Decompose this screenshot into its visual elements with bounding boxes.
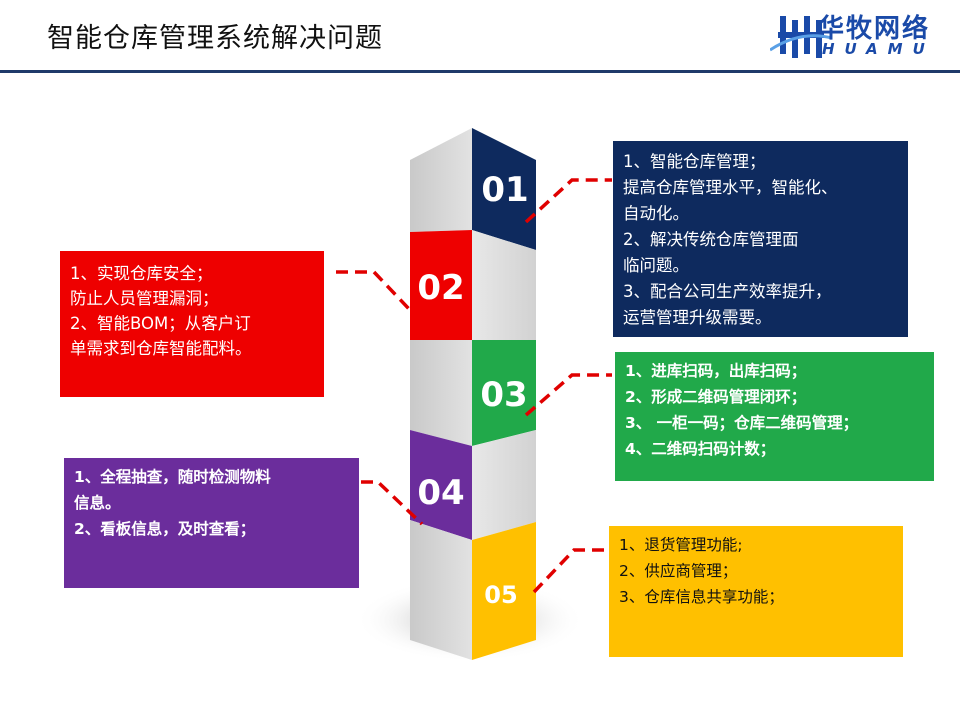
segment-04-left-face — [410, 430, 472, 540]
step-02-line: 单需求到仓库智能配料。 — [70, 339, 252, 358]
step-03-line: 4、二维码扫码计数； — [625, 440, 776, 458]
step-01-line: 提高仓库管理水平，智能化、 — [623, 178, 838, 197]
segment-01-left-face — [410, 128, 472, 232]
segment-03-right-face — [472, 340, 536, 446]
step-03-line: 3、 一柜一码；仓库二维码管理； — [625, 414, 859, 432]
connector-01 — [524, 178, 612, 224]
step-number-02: 02 — [417, 268, 464, 308]
step-05-line: 2、供应商管理； — [619, 562, 738, 580]
step-02-text-box: 1、实现仓库安全； 防止人员管理漏洞； 2、智能BOM；从客户订 单需求到仓库智… — [60, 251, 324, 397]
step-01-line: 自动化。 — [623, 204, 689, 223]
step-02-line: 1、实现仓库安全； — [70, 264, 213, 283]
step-02-line: 2、智能BOM；从客户订 — [70, 314, 251, 333]
connector-02 — [336, 270, 412, 312]
step-05-line: 1、退货管理功能; — [619, 536, 743, 554]
step-04-line: 信息。 — [74, 494, 121, 512]
step-04-line: 1、全程抽查，随时检测物料 — [74, 468, 271, 486]
segment-02-left-face — [410, 230, 472, 340]
step-number-03: 03 — [480, 375, 527, 415]
logo-text-cn: 华牧网络 — [818, 14, 931, 44]
step-04-line: 2、看板信息，及时查看； — [74, 520, 256, 538]
step-01-line: 2、解决传统仓库管理面 — [623, 230, 799, 249]
step-01-text-box: 1、智能仓库管理； 提高仓库管理水平，智能化、 自动化。 2、解决传统仓库管理面… — [613, 141, 908, 337]
page-title: 智能仓库管理系统解决问题 — [47, 23, 383, 54]
step-05-line: 3、仓库信息共享功能； — [619, 588, 784, 606]
segment-05-left-face — [410, 520, 472, 660]
step-01-line: 1、智能仓库管理； — [623, 152, 766, 171]
logo-icon — [770, 16, 833, 58]
segment-01-right-face — [472, 128, 536, 250]
step-03-text-box: 1、进库扫码，出库扫码； 2、形成二维码管理闭环； 3、 一柜一码；仓库二维码管… — [615, 352, 934, 481]
step-04-text-box: 1、全程抽查，随时检测物料 信息。 2、看板信息，及时查看； — [64, 458, 359, 588]
step-03-line: 1、进库扫码，出库扫码； — [625, 362, 807, 380]
step-01-line: 运营管理升级需要。 — [623, 308, 772, 327]
segment-02-right-face — [472, 230, 536, 340]
segment-03-left-face — [410, 340, 472, 446]
segment-05-right-face — [472, 522, 536, 660]
header-divider — [0, 70, 960, 73]
step-01-line: 3、配合公司生产效率提升， — [623, 282, 832, 301]
step-number-04: 04 — [417, 473, 464, 513]
logo-text-en: HUAMU — [822, 40, 935, 58]
step-01-line: 临问题。 — [623, 256, 689, 275]
step-number-01: 01 — [481, 170, 528, 210]
connector-03 — [524, 373, 612, 417]
connector-05 — [532, 548, 612, 594]
step-02-line: 防止人员管理漏洞； — [70, 289, 219, 308]
step-number-05: 05 — [484, 581, 517, 609]
step-03-line: 2、形成二维码管理闭环； — [625, 388, 807, 406]
step-05-text-box: 1、退货管理功能; 2、供应商管理； 3、仓库信息共享功能； — [609, 526, 903, 657]
segment-04-right-face — [472, 430, 536, 540]
